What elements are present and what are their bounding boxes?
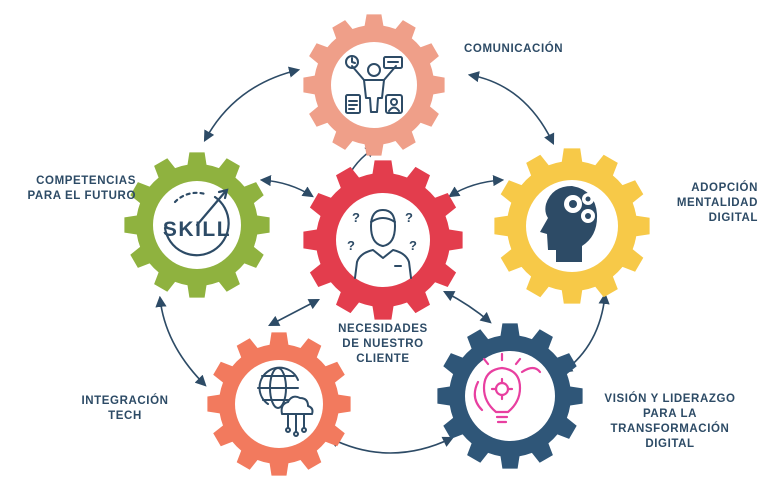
label-adopcion: ADOPCIÓN MENTALIDAD DIGITAL — [676, 182, 758, 224]
disc-integracion — [235, 360, 323, 448]
arrow-competencias-comunicacion — [203, 66, 301, 142]
label-vision: VISIÓN Y LIDERAZGO PARA LA TRANSFORMACIÓ… — [604, 393, 736, 450]
label-center: NECESIDADES DE NUESTRO CLIENTE — [338, 323, 428, 365]
arrow-integracion-competencias — [155, 295, 207, 387]
customer-questions-icon: ? ? ? ? — [347, 209, 417, 279]
arrow-vision-integracion — [327, 436, 455, 454]
globe-cloud-icon — [257, 366, 314, 437]
arrow-comunicacion-adopcion — [467, 71, 555, 146]
disc-vision — [465, 351, 555, 441]
head-gears-icon — [540, 186, 598, 262]
svg-text:?: ? — [352, 210, 360, 225]
team-communication-icon — [345, 55, 403, 114]
label-comunicacion: COMUNICACIÓN — [464, 43, 564, 55]
arrow-center-adopcion — [448, 175, 505, 198]
label-integracion: INTEGRACIÓN TECH — [81, 395, 169, 422]
idea-bulb-icon — [473, 352, 542, 424]
disc-center — [336, 193, 430, 287]
svg-text:?: ? — [405, 210, 413, 225]
label-competencias: COMPETENCIAS PARA EL FUTURO — [27, 175, 136, 202]
arrow-center-integracion — [268, 298, 320, 327]
arrow-center-vision — [443, 290, 492, 324]
arrow-center-competencias — [259, 175, 314, 198]
disc-comunicacion — [331, 42, 417, 128]
svg-text:?: ? — [347, 238, 355, 253]
svg-text:?: ? — [409, 238, 417, 253]
skill-badge-text: SKILL — [163, 218, 231, 241]
skill-badge-icon: SKILL — [163, 188, 231, 257]
